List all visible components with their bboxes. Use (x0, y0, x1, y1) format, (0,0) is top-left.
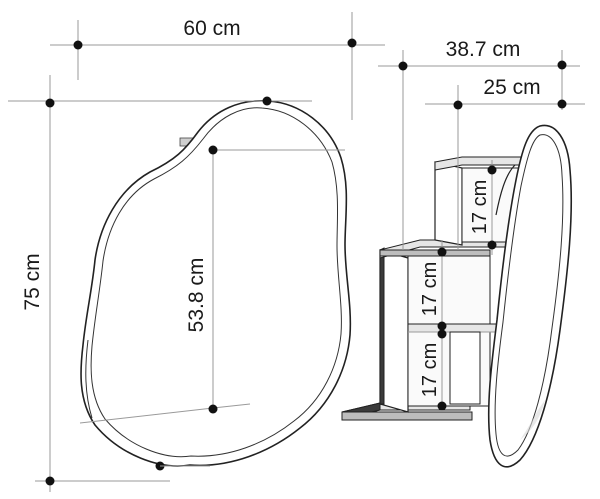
side-hook (495, 164, 516, 216)
dimension-dot (208, 145, 218, 155)
dimension-dot (45, 476, 55, 486)
label-depth-shelf: 25 cm (483, 76, 540, 99)
label-depth-overall: 38.7 cm (446, 38, 521, 61)
lower-left-panel-edge (379, 247, 385, 405)
dimension-dot (487, 240, 497, 250)
front-dimension-lines (8, 12, 385, 492)
dimension-dot (453, 100, 463, 110)
dimension-dot (437, 401, 447, 411)
lower-inner-post (449, 331, 481, 405)
label-inner-height: 53.8 cm (185, 258, 208, 333)
dimension-dot (398, 61, 408, 71)
dimension-dot (557, 99, 567, 109)
dimension-dot (262, 96, 272, 106)
dimension-dot (437, 247, 447, 257)
label-shelf-gap-bottom: 17 cm (419, 343, 441, 397)
dimension-dot (557, 60, 567, 70)
side-mirror-outline (487, 124, 573, 468)
mirror-edge (85, 339, 93, 419)
side-view (341, 124, 573, 468)
dimension-dot (437, 329, 447, 339)
label-shelf-gap-middle: 17 cm (419, 262, 441, 316)
dimension-dot (73, 40, 83, 50)
dimension-dot (487, 165, 497, 175)
dimension-labels: 60 cm 75 cm 53.8 cm 38.7 cm 25 cm 17 cm … (21, 17, 541, 397)
side-mirror-shade (520, 400, 545, 440)
dimension-dot (208, 404, 218, 414)
label-width-overall: 60 cm (183, 17, 240, 40)
label-height-overall: 75 cm (21, 253, 44, 310)
side-mirror-bevel (494, 134, 564, 457)
base-shelf-face (341, 411, 473, 421)
dimension-dot (347, 38, 357, 48)
side-dimension-lines (378, 50, 585, 411)
dimension-dot (437, 321, 447, 331)
mirror-bevel (90, 107, 342, 458)
label-shelf-gap-top: 17 cm (469, 180, 491, 234)
middle-shelf-face (379, 249, 491, 257)
dimension-dot (45, 98, 55, 108)
